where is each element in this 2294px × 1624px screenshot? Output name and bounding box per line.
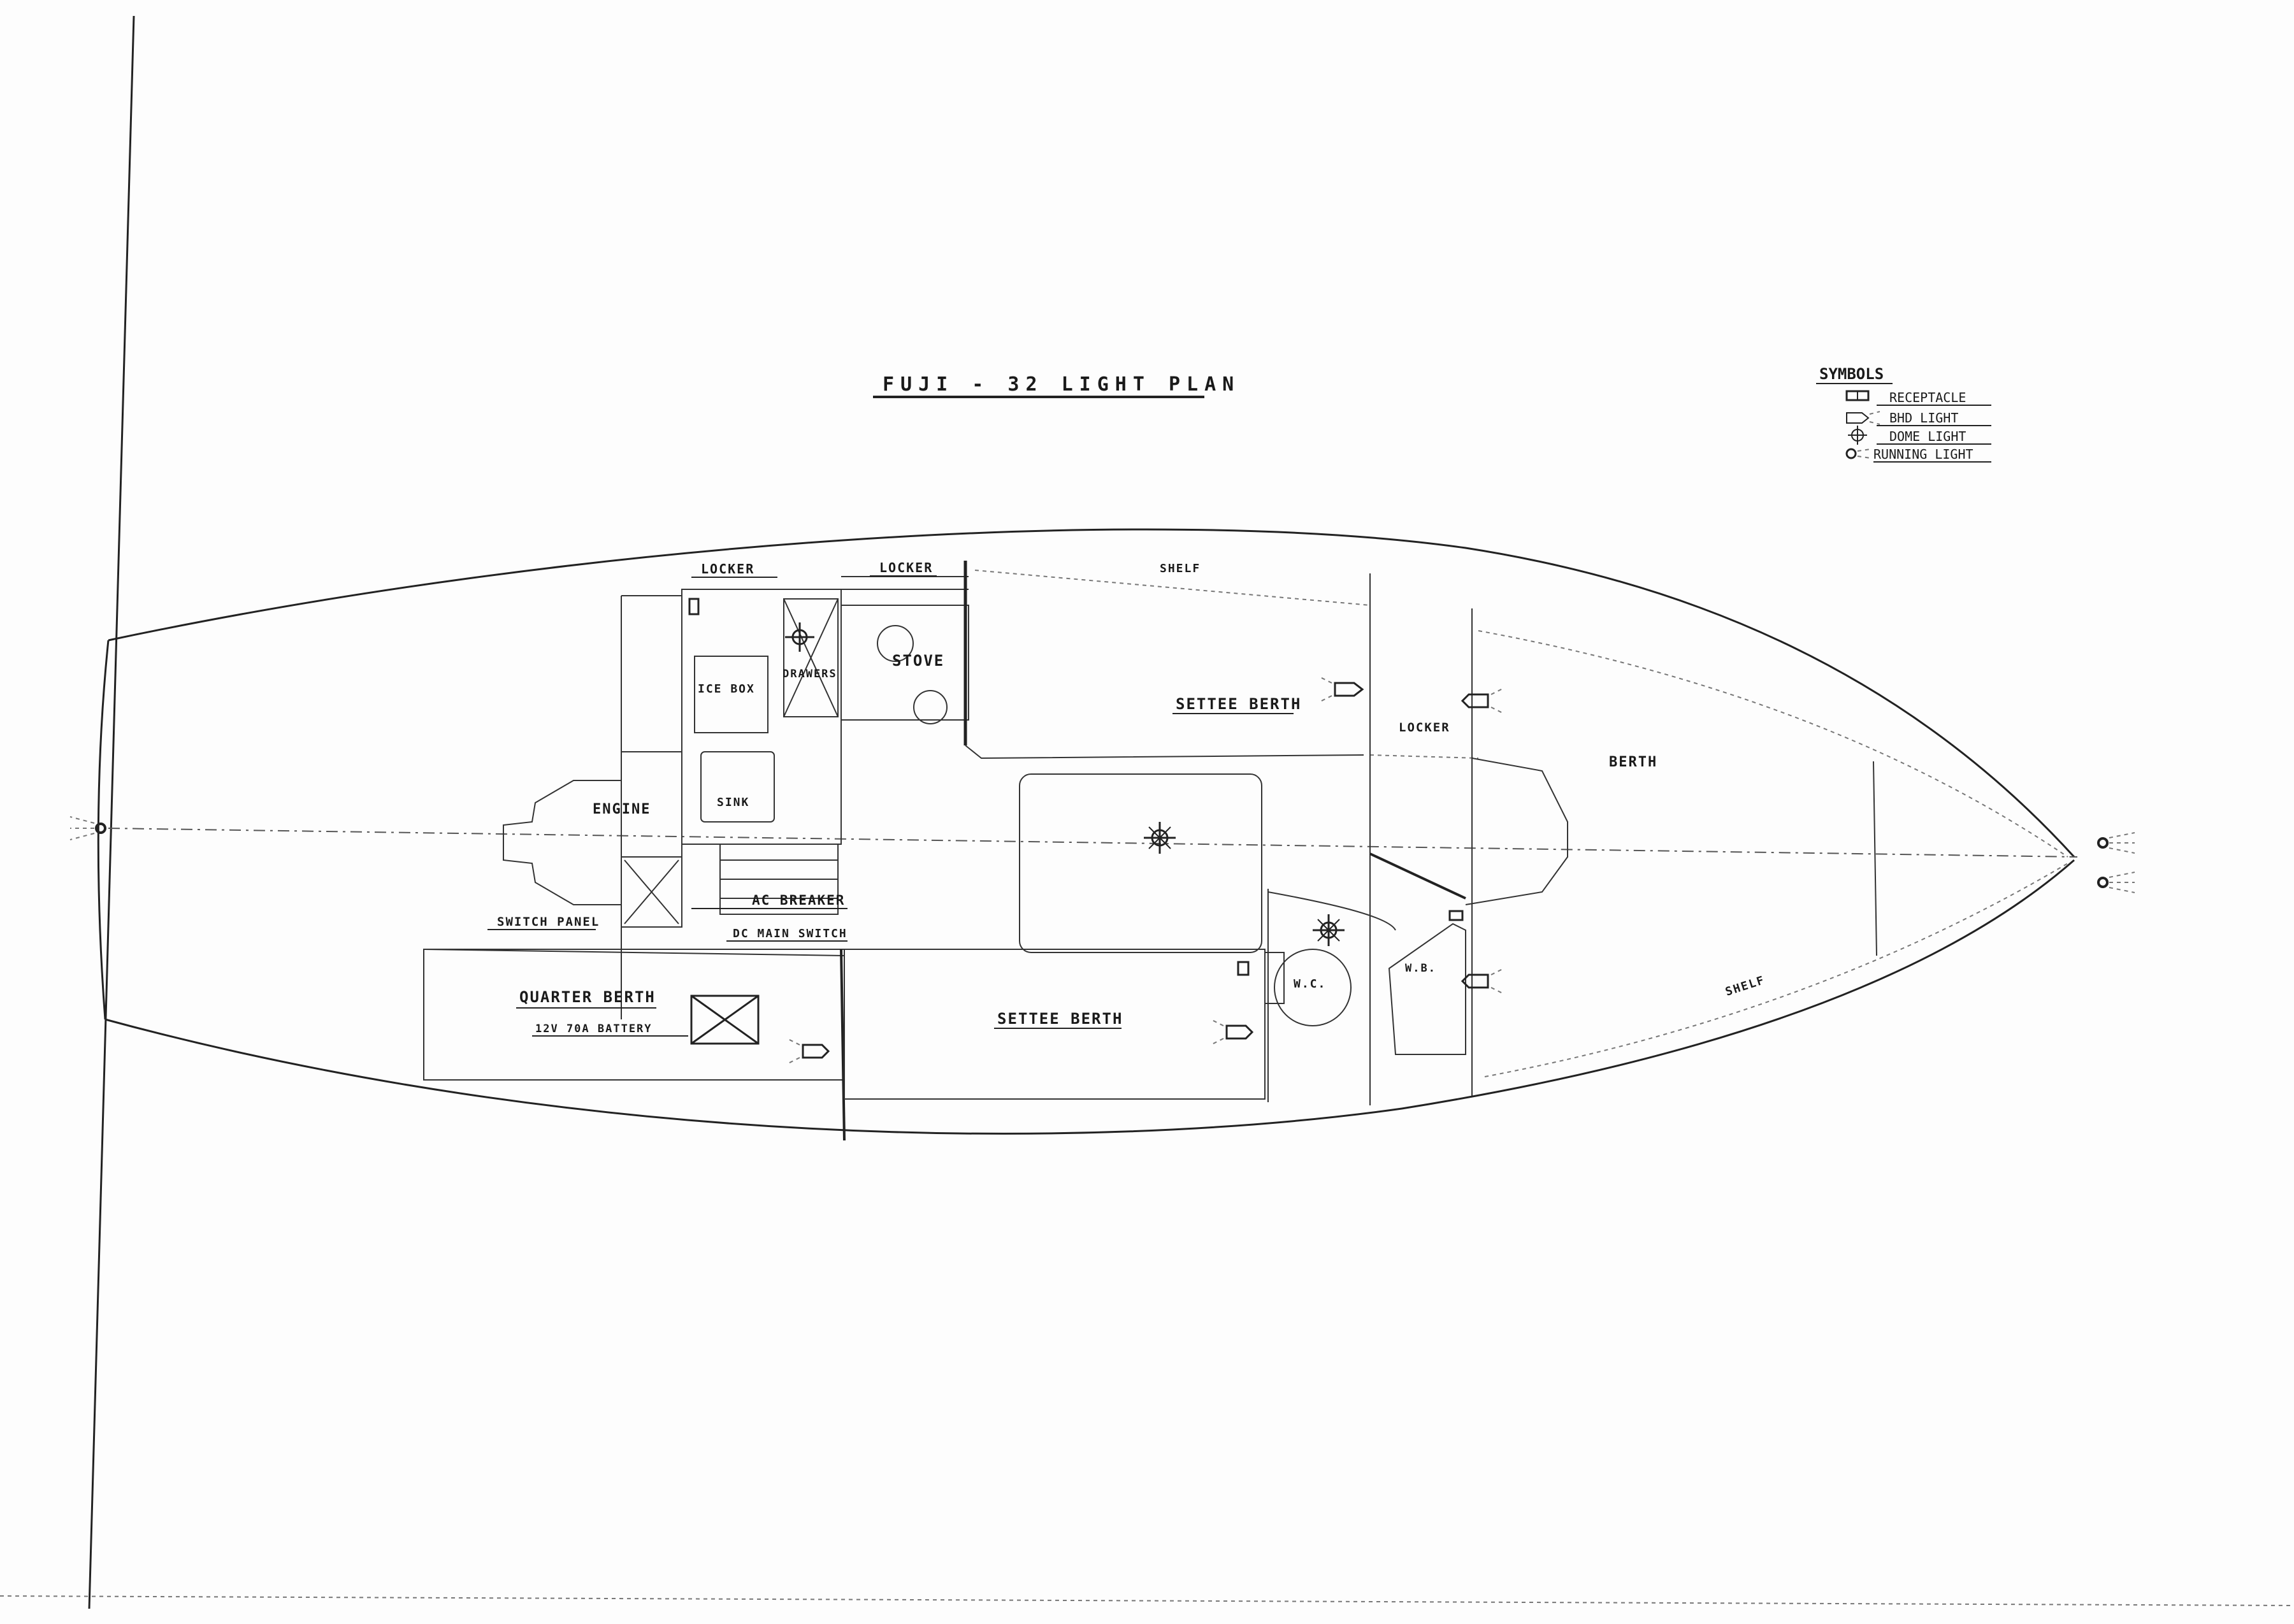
bulkhead-light-icon [1318,676,1364,703]
bulkhead-light-icon [1210,1019,1254,1046]
label-locker-fwd: LOCKER [879,560,933,575]
label-settee-berth-bottom: SETTEE BERTH [997,1010,1123,1028]
label-quarter-berth: QUARTER BERTH [519,988,656,1006]
dome-light-icon [1144,822,1176,854]
running-light-icon [69,816,106,840]
sheet-bottom-border [0,1595,2294,1606]
dome-light-icon [1313,914,1345,946]
label-switch-panel: SWITCH PANEL [497,915,600,929]
sheet-left-border [88,15,135,1609]
label-wb: W.B. [1405,962,1436,975]
centerline [108,828,2078,858]
saloon-table [1019,773,1262,953]
label-drawers: DRAWERS [783,668,837,680]
label-ice-box: ICE BOX [698,682,755,696]
label-sink: SINK [717,796,749,809]
ice-box-outline [694,656,768,733]
quarter-berth-outline [423,949,845,1081]
dome-light-icon [785,622,814,652]
legend-item-bhd-light: BHD LIGHT [1889,410,1958,426]
legend-item-running-light: RUNNING LIGHT [1873,447,1973,462]
label-berth: BERTH [1609,754,1657,770]
label-locker-aft: LOCKER [701,561,754,577]
label-settee-berth-top: SETTEE BERTH [1176,695,1301,713]
hull-outline [97,528,2078,1135]
symbols-legend: SYMBOLS RECEPTACLE BHD LIGHT DOME LIGHT … [1816,365,1991,463]
battery-outline [690,995,760,1045]
running-light-icon [2097,832,2135,854]
receptacle-icon [1448,910,1464,921]
light-fixtures [69,598,2135,1065]
label-ac-breaker: AC BREAKER [752,893,845,908]
drawers-outline [783,598,839,717]
label-shelf-top: SHELF [1160,562,1201,575]
interior-layout [423,561,1877,1141]
label-battery: 12V 70A BATTERY [535,1023,653,1035]
receptacle-icon [1237,961,1250,976]
bulkhead-light-icon [786,1038,830,1065]
engine-outline [503,780,621,905]
compartment-labels: LOCKER LOCKER SHELF ICE BOX DRAWERS STOV… [487,560,1767,1037]
label-stove: STOVE [892,652,944,670]
label-wc: W.C. [1294,977,1326,991]
running-light-icon [1845,448,1871,459]
dome-light-icon [1848,426,1867,445]
receptacle-icon [1845,390,1870,401]
receptacle-icon [688,598,700,615]
sink-outline [700,751,775,823]
legend-heading: SYMBOLS [1819,365,1884,383]
label-shelf-bottom: SHELF [1724,974,1767,999]
legend-item-receptacle: RECEPTACLE [1889,390,1966,405]
bulkhead-light-icon [1846,411,1880,425]
running-light-icon [2097,872,2135,893]
drawing-title: FUJI - 32 LIGHT PLAN [883,373,1240,396]
legend-item-dome-light: DOME LIGHT [1889,429,1966,444]
label-dc-main-switch: DC MAIN SWITCH [733,927,848,940]
bulkhead-light-icon [1461,687,1504,714]
label-locker-mid: LOCKER [1399,721,1450,735]
bulkhead-light-icon [1461,968,1504,995]
label-engine: ENGINE [593,801,651,817]
